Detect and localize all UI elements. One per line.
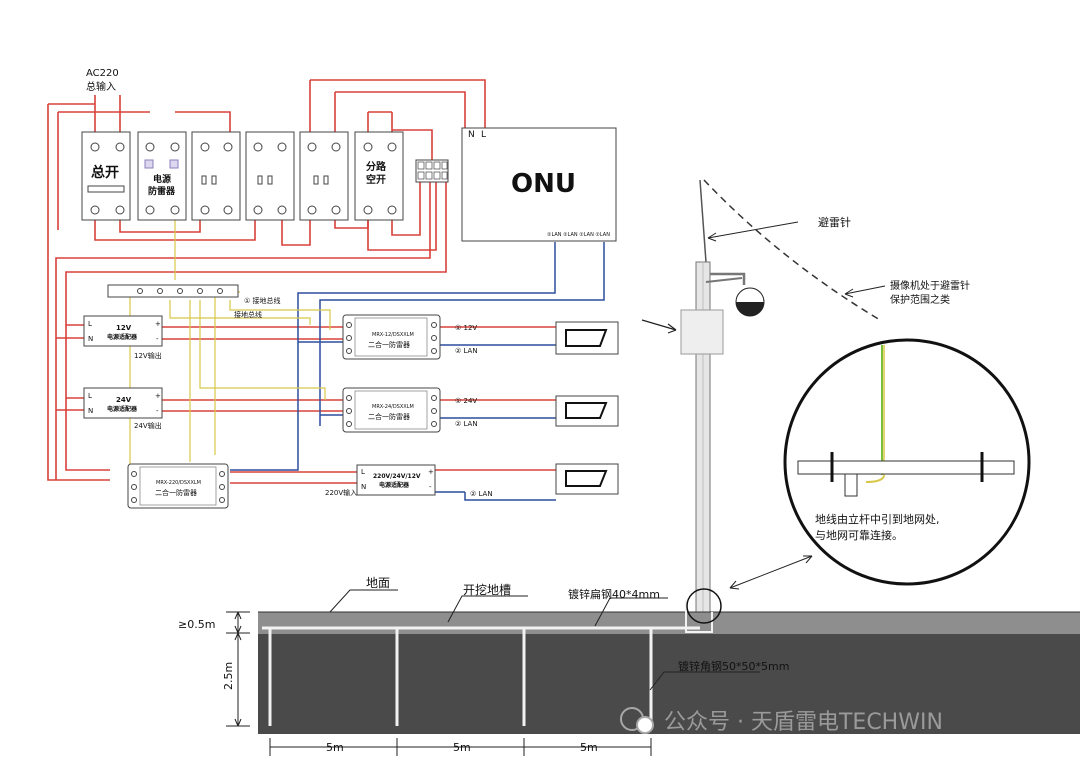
- adapter-name: 电源适配器: [107, 333, 138, 341]
- onu-ports-label: ②LAN ②LAN ②LAN ②LAN: [547, 232, 610, 238]
- onu-l-label: L: [481, 130, 486, 140]
- protector-name: 二合一防雷器: [368, 412, 410, 421]
- adapter-plus: +: [155, 320, 161, 328]
- adapter-volt: 12V: [116, 324, 132, 332]
- terminal-block: [415, 159, 449, 183]
- protection-zone: 避雷针 摄像机处于避雷针 保护范围之类: [703, 179, 970, 321]
- protector-line-power: ① 24V: [455, 397, 477, 405]
- breaker-surge-protector: 电源 防雷器: [137, 131, 187, 221]
- input-220-label: 220V输入: [325, 488, 357, 497]
- protector-220v: MRX-220/DSXXLM 二合一防雷器: [127, 463, 229, 509]
- protector-model: MRX-12/DSXXLM: [372, 332, 414, 338]
- protector-model: MRX-24/DSXXLM: [372, 404, 414, 410]
- trench-label: 开挖地槽: [463, 582, 511, 597]
- pole: [641, 179, 765, 623]
- ac-input-sublabel: 总输入: [86, 80, 116, 93]
- depth-label: 2.5m: [222, 662, 235, 690]
- protection-label-1: 摄像机处于避雷针: [890, 279, 970, 292]
- adapter-volt: 24V: [116, 396, 132, 404]
- breaker-4: [245, 131, 295, 221]
- adapter-l: L: [88, 392, 92, 400]
- depth-dimension: ≥0.5m 2.5m: [178, 611, 250, 727]
- adapter-12v: L N + - 12V 电源适配器 12V输出: [83, 315, 163, 360]
- camera-3: [555, 463, 619, 495]
- ground-detail-callout: 地线由立杆中引到地网处, 与地网可靠连接。: [729, 338, 1031, 590]
- adapter-name: 电源适配器: [379, 481, 410, 489]
- camera-2: [555, 395, 619, 427]
- ground-bus-label-1: ① 接地总线: [244, 296, 281, 305]
- onu-box: N L ONU ②LAN ②LAN ②LAN ②LAN: [461, 127, 617, 242]
- ground-labels: 地面 开挖地槽 镀锌扁钢40*4mm 镀锌角钢50*50*5mm: [329, 576, 789, 691]
- spacing-label-3: 5m: [580, 741, 598, 754]
- adapter-plus: +: [155, 392, 161, 400]
- adapter-l: L: [88, 320, 92, 328]
- protector-line-lan: ② LAN: [455, 347, 478, 355]
- protector-model: MRX-220/DSXXLM: [156, 480, 201, 486]
- breaker-label: 分路: [366, 160, 387, 173]
- protector-24v: MRX-24/DSXXLM 二合一防雷器 ① 24V ② LAN: [342, 387, 478, 433]
- adapter-l: L: [361, 468, 365, 476]
- adapter-multi: L N + - 220V/24V/12V 电源适配器 220V输入 ② LAN: [325, 464, 493, 498]
- spacing-label-2: 5m: [453, 741, 471, 754]
- breaker-total: 总开: [81, 131, 131, 221]
- ground-note-1: 地线由立杆中引到地网处,: [815, 512, 940, 526]
- angle-steel-label: 镀锌角钢50*50*5mm: [678, 659, 789, 673]
- adapter-24v: L N + - 24V 电源适配器 24V输出: [83, 387, 163, 430]
- adapter-n: N: [88, 407, 93, 415]
- onu-n-label: N: [468, 130, 475, 140]
- breaker-branch: 分路 空开: [354, 131, 404, 221]
- camera-1: [555, 321, 619, 355]
- breaker-5: [299, 131, 349, 221]
- depth-top-label: ≥0.5m: [178, 618, 215, 631]
- spacing-label-1: 5m: [326, 741, 344, 754]
- spacing-dimension: 5m 5m 5m: [269, 738, 652, 756]
- protection-label-2: 保护范围之类: [890, 293, 950, 306]
- onu-title: ONU: [511, 169, 576, 199]
- live-wires: [47, 79, 556, 484]
- lan-wires: [230, 242, 605, 501]
- ac-input-label: AC220: [86, 68, 119, 79]
- protector-line-lan: ② LAN: [455, 420, 478, 428]
- protector-line-power: ① 12V: [455, 324, 477, 332]
- breaker-label-2: 防雷器: [148, 185, 176, 197]
- ground-wires: [110, 220, 331, 480]
- breaker-label: 电源: [153, 173, 171, 185]
- ground-bus-label-2: 接地总线: [234, 310, 262, 319]
- watermark: 公众号 · 天盾雷电TECHWIN: [620, 707, 943, 735]
- adapter-output: 24V输出: [134, 421, 162, 430]
- ground-bus: ① 接地总线 接地总线: [107, 284, 281, 319]
- ground-note-2: 与地网可靠连接。: [815, 528, 903, 542]
- adapter-minus: -: [156, 335, 159, 343]
- ground-section: [258, 588, 1080, 734]
- protector-12v: MRX-12/DSXXLM 二合一防雷器 ① 12V ② LAN: [342, 314, 478, 360]
- breaker-3: [191, 131, 241, 221]
- adapter-n: N: [361, 483, 366, 491]
- watermark-text: 公众号 · 天盾雷电TECHWIN: [664, 710, 943, 735]
- breaker-label-2: 空开: [366, 173, 386, 186]
- breaker-label: 总开: [91, 164, 119, 181]
- protector-name: 二合一防雷器: [155, 488, 197, 497]
- adapter-n: N: [88, 335, 93, 343]
- surface-label: 地面: [366, 576, 390, 590]
- protector-name: 二合一防雷器: [368, 340, 410, 349]
- adapter-name: 电源适配器: [107, 405, 138, 413]
- lightning-rod-label: 避雷针: [818, 215, 851, 229]
- adapter-volt: 220V/24V/12V: [373, 473, 421, 480]
- flat-steel-label: 镀锌扁钢40*4mm: [568, 587, 660, 601]
- adapter-minus: -: [156, 407, 159, 415]
- lan-label: ② LAN: [470, 490, 493, 498]
- adapter-output: 12V输出: [134, 351, 162, 360]
- adapter-minus: -: [429, 483, 432, 491]
- adapter-plus: +: [428, 468, 434, 476]
